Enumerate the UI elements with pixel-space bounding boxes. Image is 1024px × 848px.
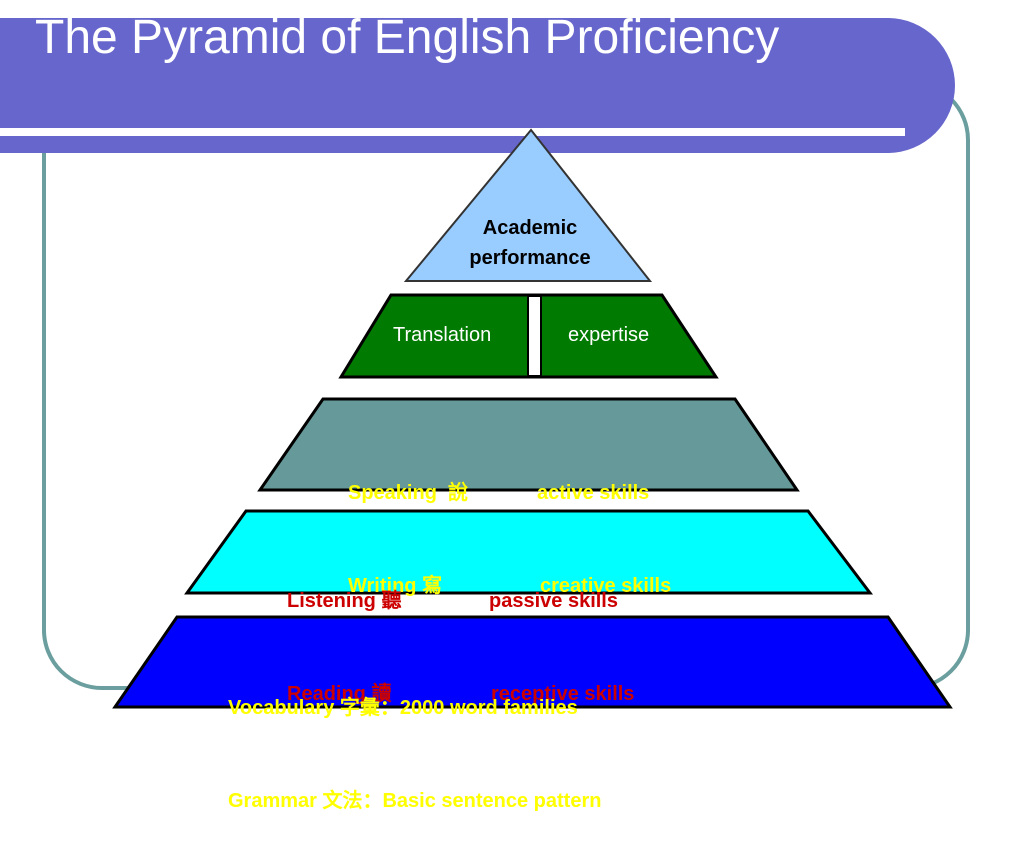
tier-academic-label: Academic performance — [448, 213, 612, 273]
title-underline — [0, 128, 905, 136]
tier-passive-left: Listening 聽 Reading 讀 — [287, 524, 401, 741]
active-skills-label: active skills — [537, 482, 650, 504]
translation-label: Translation — [393, 324, 492, 346]
tier-academic-shape — [403, 128, 653, 282]
tier-passive-right: passive skills receptive skills — [489, 524, 634, 741]
creative-skills-label: creative skills — [540, 575, 672, 597]
grammar-label: Grammar 文法：Basic sentence pattern — [228, 790, 602, 812]
academic-line-1: Academic — [482, 217, 578, 239]
listening-label: Listening 聽 — [287, 590, 402, 612]
reading-label: Reading 讀 — [287, 683, 392, 705]
speaking-label: Speaking 說 — [348, 482, 469, 504]
pyramid-diagram — [112, 128, 953, 709]
writing-label: Writing 寫 — [348, 575, 443, 597]
tier-base-shape — [112, 615, 953, 709]
passive-skills-label: passive skills — [489, 590, 618, 612]
tier-active-shape — [257, 397, 800, 492]
tier-base-text: Vocabulary 字彙：2000 word families Grammar… — [228, 631, 601, 848]
slide-title: The Pyramid of English Proficiency — [35, 11, 780, 64]
tier-active-left: Speaking 說 Writing 寫 — [348, 416, 468, 633]
receptive-skills-label: receptive skills — [491, 683, 635, 705]
expertise-label: expertise — [568, 324, 650, 346]
tier-active-right: active skills creative skills — [537, 416, 671, 633]
academic-line-2: performance — [469, 247, 591, 269]
translation-divider — [527, 295, 542, 377]
vocabulary-label: Vocabulary 字彙：2000 word families — [228, 697, 578, 719]
tier-passive-shape — [184, 509, 874, 595]
